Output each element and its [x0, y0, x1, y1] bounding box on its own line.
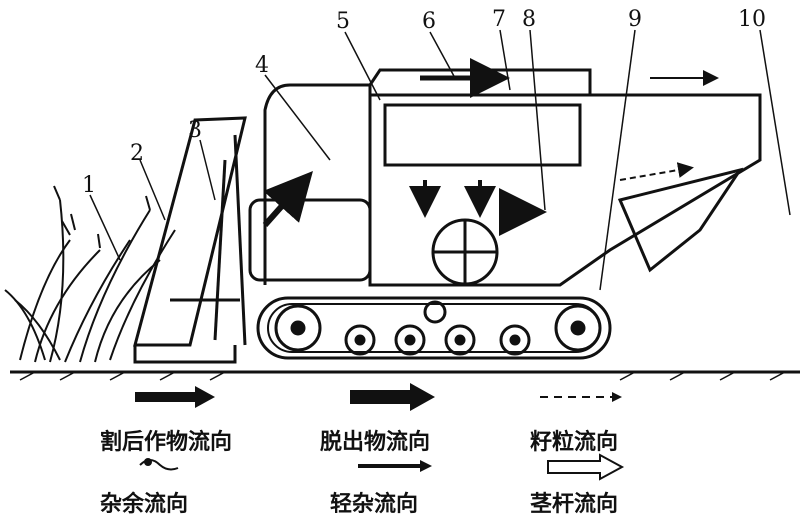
- legend-label-straw: 茎杆流向: [530, 492, 619, 517]
- machine-body: [368, 68, 762, 287]
- legend-label-light-impurity: 轻杂流向: [330, 492, 419, 517]
- part-number-5: 5: [336, 9, 350, 34]
- legend-symbol-straw: [547, 453, 625, 481]
- cabin: [248, 83, 372, 285]
- header-assembly: [133, 116, 247, 364]
- legend-label-threshed-output: 脱出物流向: [320, 430, 431, 455]
- legend-symbol-impurity: [139, 458, 179, 471]
- crop-plants: [4, 185, 176, 363]
- ground: [10, 370, 800, 381]
- legend-symbol-light-impurity: [358, 460, 432, 472]
- legend-symbol-cut-crop: [135, 386, 215, 408]
- part-number-3: 3: [188, 118, 202, 143]
- legend-symbol-threshed-output: [350, 383, 435, 411]
- part-number-2: 2: [130, 141, 144, 166]
- part-number-6: 6: [422, 9, 436, 34]
- legend-label-impurity: 杂余流向: [100, 492, 189, 517]
- part-number-1: 1: [82, 173, 96, 198]
- part-number-9: 9: [628, 7, 642, 32]
- part-number-8: 8: [522, 7, 536, 32]
- legend-symbols: [135, 383, 625, 481]
- part-number-labels: 1 2 3 4 5 6 7 8 9 10: [82, 7, 766, 198]
- leader-lines: [89, 29, 791, 291]
- part-number-10: 10: [738, 7, 766, 32]
- crawler-track: [256, 296, 612, 360]
- legend-label-grain: 籽粒流向: [530, 430, 619, 455]
- part-number-7: 7: [492, 7, 506, 32]
- flow-arrows: [262, 58, 719, 236]
- legend-symbol-grain: [540, 392, 622, 402]
- legend-label-cut-crop: 割后作物流向: [100, 430, 233, 455]
- part-number-4: 4: [255, 53, 269, 78]
